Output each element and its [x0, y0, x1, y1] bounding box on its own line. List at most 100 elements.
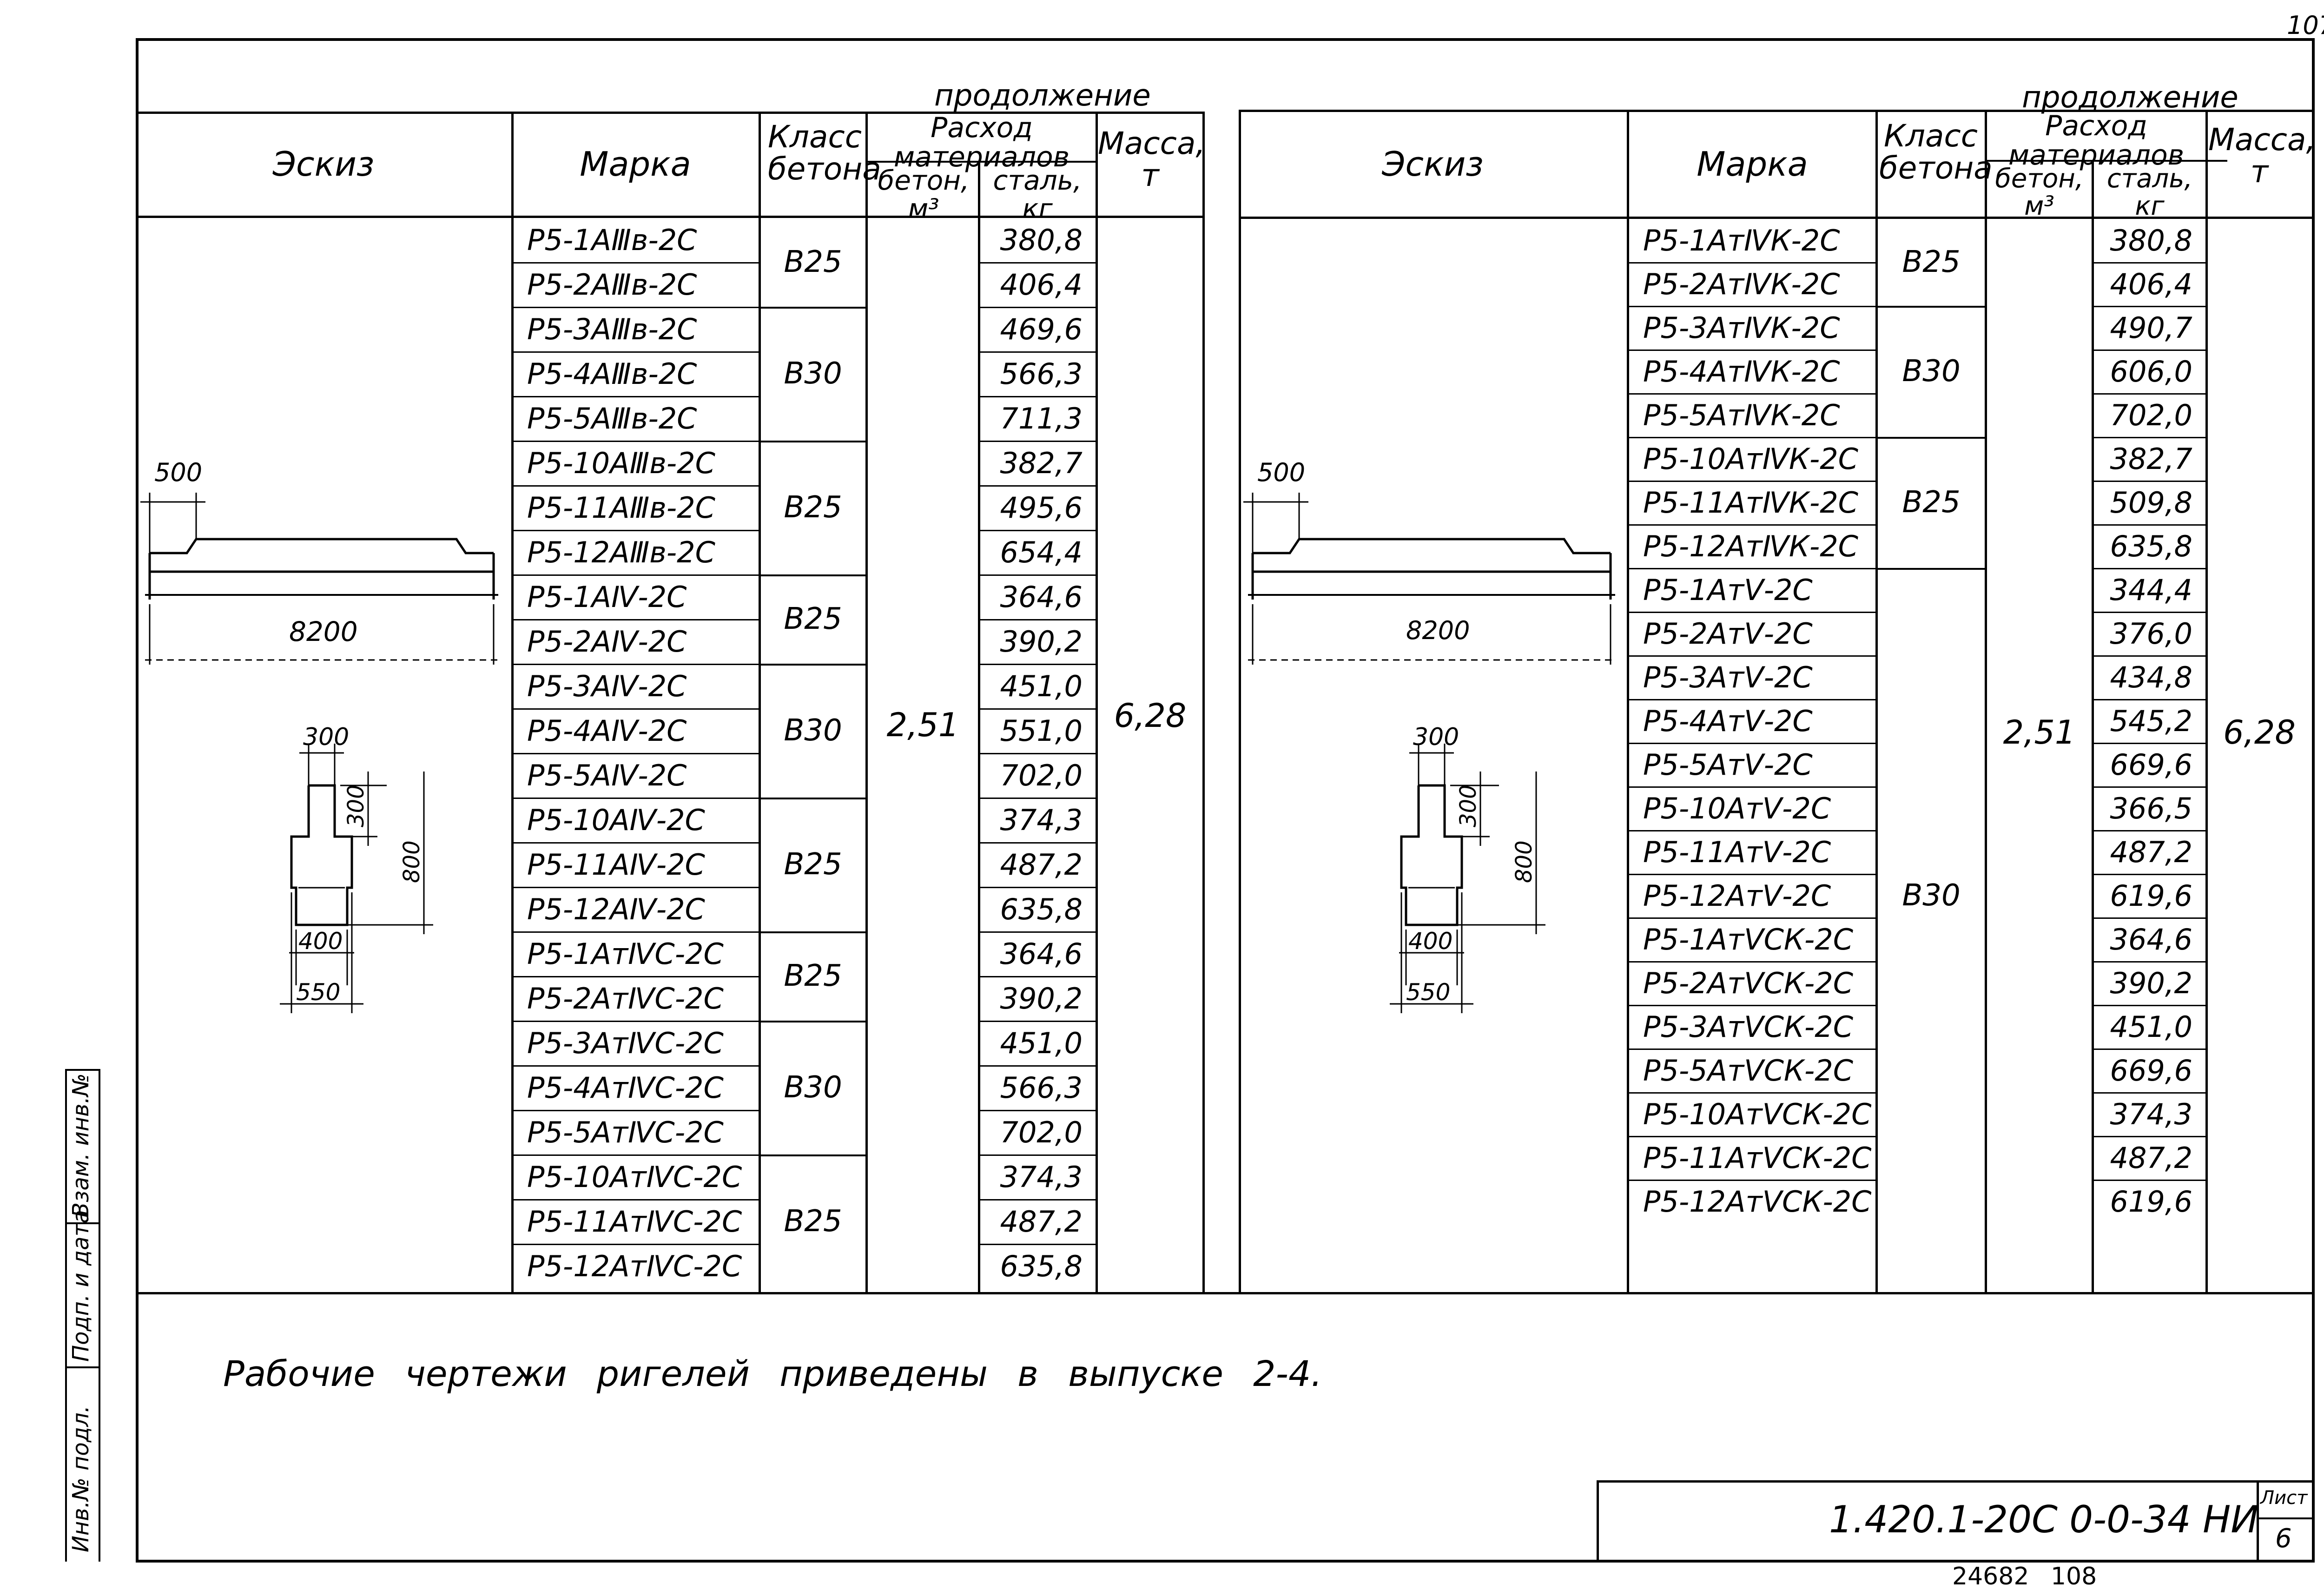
steel-cell: 635,8	[1000, 1249, 1083, 1283]
steel-cell: 635,8	[1000, 892, 1083, 926]
right-concrete-volume: 2,51	[2003, 713, 2076, 752]
mark-cell: Р5-11АтⅤ-2С	[1643, 835, 1831, 869]
steel-cell: 619,6	[2110, 1184, 2193, 1219]
page-number: 107	[2287, 11, 2324, 40]
mark-cell: Р5-11АтⅣС-2С	[527, 1204, 742, 1239]
mark-cell: Р5-11АтⅤСК-2С	[1643, 1141, 1872, 1175]
left-dim-8200: 8200	[289, 616, 358, 647]
class-cell: В25	[784, 959, 842, 993]
mark-cell: Р5-1АтⅤ-2С	[1643, 573, 1813, 607]
right-header-mark: Марка	[1697, 145, 1808, 184]
mark-cell: Р5-1АⅣ-2С	[527, 580, 687, 614]
mark-cell: Р5-2АтⅤСК-2С	[1643, 966, 1854, 1000]
mark-cell: Р5-4АⅣ-2С	[527, 713, 687, 748]
steel-cell: 545,2	[2110, 704, 2193, 738]
mark-cell: Р5-12АтⅣК-2С	[1643, 529, 1858, 563]
steel-cell: 702,0	[1000, 758, 1083, 792]
steel-cell: 487,2	[2110, 835, 2193, 869]
mark-cell: Р5-11АтⅣК-2С	[1643, 485, 1858, 520]
right-dim-h800: 800	[1511, 840, 1537, 883]
frame-left	[136, 38, 139, 1563]
steel-cell: 364,6	[1000, 580, 1083, 614]
steel-cell: 487,2	[1000, 1204, 1083, 1239]
left-mass: 6,28	[1114, 697, 1187, 735]
left-dim-w300: 300	[303, 723, 350, 751]
designation: 1.420.1-20С 0-0-34 НИ	[1829, 1498, 2259, 1541]
steel-cell: 509,8	[2110, 485, 2193, 520]
steel-cell: 487,2	[2110, 1141, 2193, 1175]
steel-cell: 490,7	[2110, 310, 2193, 345]
right-header-class: Класс бетона	[1879, 118, 1993, 186]
mark-cell: Р5-12АⅢв-2С	[527, 535, 715, 569]
steel-cell: 451,0	[1000, 669, 1083, 703]
mark-cell: Р5-2АⅣ-2С	[527, 624, 687, 659]
class-cell: В25	[784, 490, 842, 525]
right-header-consumption: Расход материалов	[2008, 110, 2185, 171]
mark-cell: Р5-5АтⅤСК-2С	[1643, 1053, 1854, 1088]
mark-cell: Р5-5АтⅣС-2С	[527, 1115, 724, 1149]
steel-cell: 451,0	[2110, 1009, 2193, 1044]
mark-cell: Р5-10АⅢв-2С	[527, 446, 715, 480]
left-dim-w400: 400	[298, 928, 343, 955]
mark-cell: Р5-12АⅣ-2С	[527, 892, 705, 926]
steel-cell: 382,7	[1000, 446, 1083, 480]
steel-cell: 702,0	[2110, 398, 2193, 432]
left-header-class: Класс бетона	[768, 119, 881, 187]
right-beam-elevation	[1243, 493, 1615, 1013]
left-continuation: продолжение	[934, 79, 1151, 113]
steel-cell: 451,0	[1000, 1026, 1083, 1060]
steel-cell: 390,2	[1000, 624, 1083, 659]
margin-strip: Инв.№ подл. Подп. и дата Взам. инв.№	[65, 1069, 135, 1562]
mark-cell: Р5-10АтⅤ-2С	[1643, 791, 1831, 825]
note-text: Рабочие чертежи ригелей приведены в выпу…	[223, 1353, 1322, 1394]
class-cell: В25	[784, 847, 842, 882]
mark-cell: Р5-1АтⅤСК-2С	[1643, 922, 1854, 956]
left-concrete-volume: 2,51	[886, 706, 959, 744]
frame-top	[136, 38, 2315, 41]
mark-cell: Р5-3АтⅣС-2С	[527, 1026, 724, 1060]
sheet-label: Лист	[2260, 1487, 2308, 1509]
mark-cell: Р5-10АтⅤСК-2С	[1643, 1097, 1872, 1131]
steel-cell: 469,6	[1000, 312, 1083, 346]
steel-cell: 566,3	[1000, 1070, 1083, 1105]
class-cell: В30	[784, 713, 842, 748]
steel-cell: 382,7	[2110, 442, 2193, 476]
right-dim-h300: 300	[1455, 785, 1481, 827]
left-beam-elevation	[140, 493, 498, 1013]
mark-cell: Р5-4АтⅣК-2С	[1643, 354, 1840, 389]
steel-cell: 380,8	[1000, 223, 1083, 257]
margin-label-replace: Взам. инв.№	[68, 1073, 94, 1218]
right-continuation: продолжение	[2022, 80, 2238, 115]
steel-cell: 364,6	[1000, 936, 1083, 971]
steel-cell: 344,4	[2110, 573, 2193, 607]
mark-cell: Р5-1АтⅣС-2С	[527, 936, 724, 971]
mark-cell: Р5-5АⅢв-2С	[527, 401, 697, 435]
left-dim-500: 500	[154, 458, 203, 487]
steel-cell: 366,5	[2110, 791, 2193, 825]
left-dim-h800: 800	[399, 840, 425, 883]
mark-cell: Р5-2АтⅤ-2С	[1643, 616, 1813, 651]
mark-cell: Р5-10АтⅣС-2С	[527, 1160, 742, 1194]
frame-bottom	[136, 1560, 2315, 1563]
bottom-numbers: 24682 108	[1952, 1563, 2097, 1590]
steel-cell: 374,3	[1000, 803, 1083, 837]
right-dim-500: 500	[1257, 458, 1306, 487]
mark-cell: Р5-12АтⅤ-2С	[1643, 878, 1831, 913]
steel-cell: 374,3	[1000, 1160, 1083, 1194]
steel-cell: 669,6	[2110, 747, 2193, 782]
margin-label-inv: Инв.№ подл.	[68, 1405, 94, 1552]
steel-cell: 406,4	[1000, 267, 1083, 302]
steel-cell: 619,6	[2110, 878, 2193, 913]
title-block: 1.420.1-20С 0-0-34 НИ Лист 6	[1597, 1480, 2315, 1563]
class-cell: В25	[1902, 485, 1961, 520]
left-header-consumption: Расход материалов	[893, 112, 1070, 173]
steel-cell: 551,0	[1000, 713, 1083, 748]
steel-cell: 702,0	[1000, 1115, 1083, 1149]
mark-cell: Р5-3АтⅣК-2С	[1643, 310, 1840, 345]
steel-cell: 374,3	[2110, 1097, 2193, 1131]
mark-cell: Р5-11АⅣ-2С	[527, 847, 705, 882]
steel-cell: 364,6	[2110, 922, 2193, 956]
mark-cell: Р5-2АтⅣК-2С	[1643, 267, 1840, 301]
right-header-sketch: Эскиз	[1382, 145, 1484, 184]
mark-cell: Р5-1АтⅣК-2С	[1643, 223, 1840, 257]
